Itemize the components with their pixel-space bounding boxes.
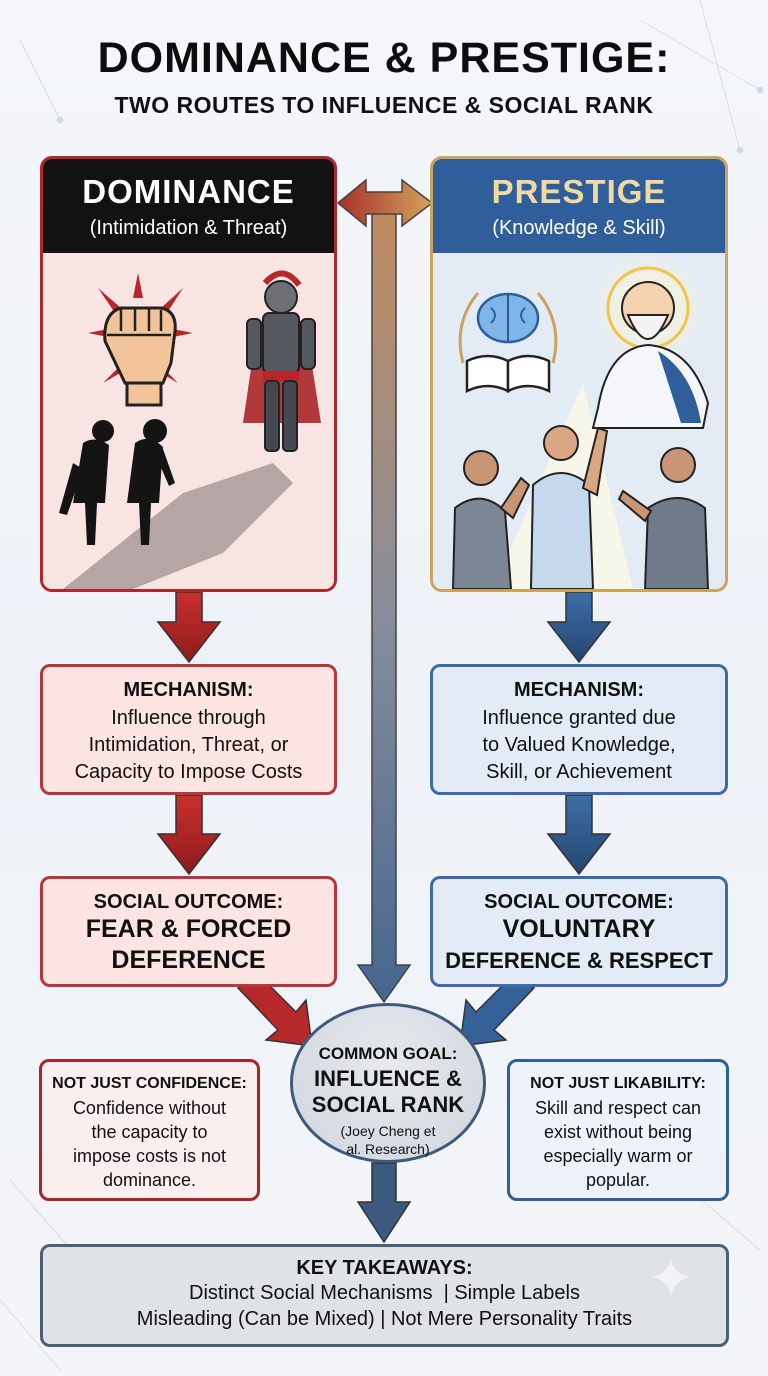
prestige-panel: PRESTIGE (Knowledge & Skill): [430, 156, 728, 592]
dominance-mechanism-line: Influence through: [111, 707, 266, 729]
dominance-outcome-box: SOCIAL OUTCOME: FEAR & FORCED DEFERENCE: [40, 876, 337, 987]
dominance-mechanism-line: Intimidation, Threat, or: [88, 734, 289, 756]
prestige-subheading: (Knowledge & Skill): [492, 217, 666, 239]
dominance-header: DOMINANCE (Intimidation & Threat): [43, 159, 334, 253]
prestige-outcome-label: SOCIAL OUTCOME:: [484, 891, 674, 913]
prestige-note-line: especially warm or: [543, 1146, 693, 1166]
sage-icon: [590, 253, 710, 429]
prestige-note-line: exist without being: [543, 1122, 693, 1142]
dominance-outcome-line: DEFERENCE: [111, 946, 266, 974]
prestige-mechanism-line: Influence granted due: [482, 707, 676, 729]
prestige-note-line: popular.: [585, 1170, 651, 1190]
dominance-mechanism-label: MECHANISM:: [123, 679, 254, 701]
laurel-icon: [458, 292, 558, 364]
dominance-outcome-line: FEAR & FORCED: [85, 915, 292, 943]
book-icon: [465, 354, 551, 394]
page-title: DOMINANCE & PRESTIGE:: [97, 34, 671, 82]
prestige-header: PRESTIGE (Knowledge & Skill): [433, 159, 725, 253]
citation-line: (Joey Cheng et: [340, 1123, 436, 1139]
prestige-outcome-line: VOLUNTARY: [502, 915, 656, 943]
goal-arrow: [356, 1162, 412, 1244]
prestige-mechanism-line: Skill, or Achievement: [486, 761, 672, 783]
prestige-note-label: NOT JUST LIKABILITY:: [530, 1075, 706, 1092]
prestige-outcome-line: DEFERENCE & RESPECT: [445, 948, 713, 973]
dominance-note-label: NOT JUST CONFIDENCE:: [52, 1075, 247, 1092]
page-subtitle: TWO ROUTES TO INFLUENCE & SOCIAL RANK: [114, 92, 654, 118]
prestige-mechanism-label: MECHANISM:: [514, 679, 644, 701]
cowering-figures-icon: [59, 419, 175, 545]
admiring-people-icon: [451, 425, 710, 589]
citation-line: al. Research): [346, 1141, 430, 1157]
dominance-heading: DOMINANCE: [82, 173, 295, 210]
prestige-mechanism-box: MECHANISM: Influence granted due to Valu…: [430, 664, 728, 795]
dominance-mechanism-box: MECHANISM: Influence through Intimidatio…: [40, 664, 337, 795]
dominance-panel: DOMINANCE (Intimidation & Threat): [40, 156, 337, 592]
common-goal-line: INFLUENCE &: [314, 1066, 462, 1091]
takeaways-line: Misleading (Can be Mixed) | Not Mere Per…: [136, 1308, 633, 1330]
dominance-note-line: impose costs is not: [72, 1146, 227, 1166]
common-goal-line: SOCIAL RANK: [311, 1092, 465, 1117]
dominance-note-box: NOT JUST CONFIDENCE: Confidence without …: [39, 1059, 260, 1201]
common-goal-circle: COMMON GOAL: INFLUENCE & SOCIAL RANK (Jo…: [290, 1003, 486, 1163]
brain-icon: [476, 292, 540, 344]
center-arrow: [336, 178, 434, 1004]
key-takeaways-box: KEY TAKEAWAYS: Distinct Social Mechanism…: [40, 1244, 729, 1347]
dominance-note-line: the capacity to: [91, 1122, 208, 1142]
dominance-mechanism-line: Capacity to Impose Costs: [74, 761, 303, 783]
takeaways-label: KEY TAKEAWAYS:: [296, 1257, 473, 1279]
prestige-outcome-box: SOCIAL OUTCOME: VOLUNTARY DEFERENCE & RE…: [430, 876, 728, 987]
prestige-note-line: Skill and respect can: [534, 1098, 702, 1118]
dominance-outcome-label: SOCIAL OUTCOME:: [93, 891, 284, 913]
dominance-note-line: Confidence without: [72, 1098, 227, 1118]
sparkle-icon: [652, 1258, 690, 1296]
prestige-mechanism-line: to Valued Knowledge,: [482, 734, 676, 756]
prestige-illustration: [433, 253, 725, 589]
fist-icon: [88, 273, 193, 407]
prestige-heading: PRESTIGE: [491, 173, 667, 210]
knight-icon: [243, 270, 321, 452]
takeaways-line: Distinct Social Mechanisms | Simple Labe…: [189, 1282, 580, 1304]
common-goal-label: COMMON GOAL:: [318, 1044, 458, 1063]
dominance-subheading: (Intimidation & Threat): [89, 217, 288, 239]
dominance-note-line: dominance.: [102, 1170, 197, 1190]
dominance-illustration: [43, 253, 334, 589]
prestige-note-box: NOT JUST LIKABILITY: Skill and respect c…: [507, 1059, 729, 1201]
